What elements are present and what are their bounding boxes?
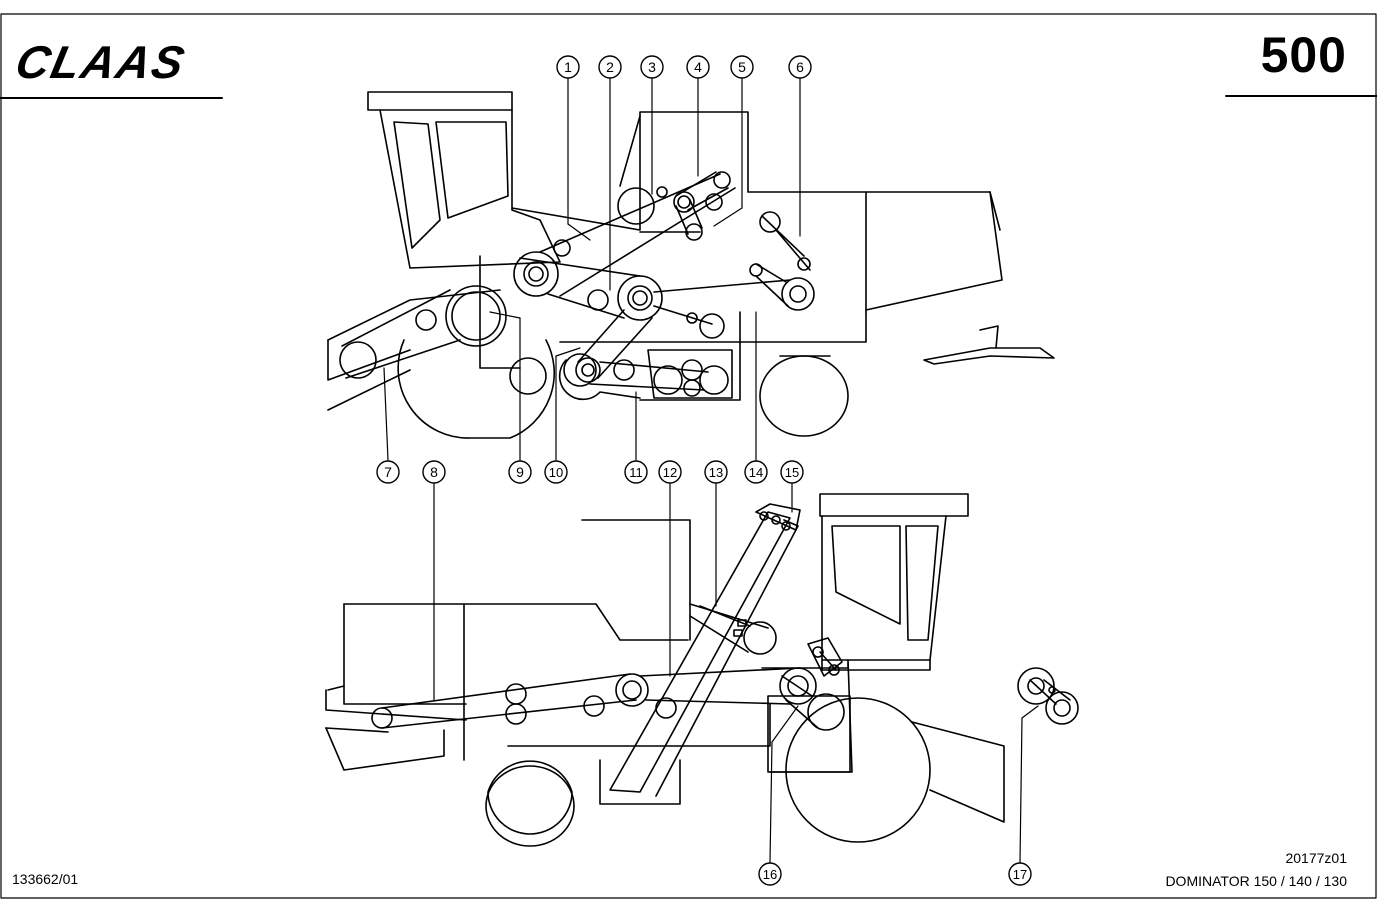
svg-text:12: 12 bbox=[663, 465, 677, 480]
callout-13: 13 bbox=[704, 460, 728, 484]
leader-lines-lower bbox=[433, 483, 1039, 863]
model-designation: DOMINATOR 150 / 140 / 130 bbox=[1165, 873, 1347, 889]
callout-16: 16 bbox=[758, 862, 782, 886]
svg-text:15: 15 bbox=[785, 465, 799, 480]
svg-text:8: 8 bbox=[430, 464, 438, 480]
svg-text:10: 10 bbox=[549, 465, 563, 480]
svg-text:13: 13 bbox=[709, 465, 723, 480]
callout-5: 5 bbox=[730, 55, 754, 79]
svg-text:7: 7 bbox=[384, 464, 392, 480]
svg-text:5: 5 bbox=[738, 59, 746, 75]
page-number: 500 bbox=[1260, 27, 1347, 83]
callout-7: 7 bbox=[376, 460, 400, 484]
callout-4: 4 bbox=[686, 55, 710, 79]
image-reference: 20177z01 bbox=[1285, 850, 1347, 866]
svg-text:4: 4 bbox=[694, 59, 702, 75]
svg-text:16: 16 bbox=[763, 867, 777, 882]
claas-logo: CLAAS bbox=[11, 36, 190, 87]
callout-markers: 1 2 3 4 5 6 7 8 9 10 11 12 13 14 15 bbox=[376, 55, 1032, 886]
drawing-number: 133662/01 bbox=[12, 871, 79, 887]
svg-text:17: 17 bbox=[1013, 867, 1027, 882]
leader-lines-upper bbox=[383, 77, 801, 461]
callout-6: 6 bbox=[788, 55, 812, 79]
callout-9: 9 bbox=[508, 460, 532, 484]
callout-10: 10 bbox=[544, 460, 568, 484]
svg-text:14: 14 bbox=[749, 465, 763, 480]
callout-17: 17 bbox=[1008, 862, 1032, 886]
svg-text:9: 9 bbox=[516, 464, 524, 480]
svg-text:6: 6 bbox=[796, 59, 804, 75]
svg-text:3: 3 bbox=[648, 59, 656, 75]
claas-logo-text: CLAAS bbox=[11, 36, 190, 87]
combine-right-view bbox=[325, 493, 1079, 847]
callout-2: 2 bbox=[598, 55, 622, 79]
callout-14: 14 bbox=[744, 460, 768, 484]
callout-15: 15 bbox=[780, 460, 804, 484]
combine-left-view bbox=[327, 91, 1055, 439]
svg-text:11: 11 bbox=[629, 465, 643, 480]
sheet-border bbox=[0, 13, 1377, 899]
callout-3: 3 bbox=[640, 55, 664, 79]
callout-11: 11 bbox=[624, 460, 648, 484]
callout-1: 1 bbox=[556, 55, 580, 79]
svg-text:2: 2 bbox=[606, 59, 614, 75]
callout-8: 8 bbox=[422, 460, 446, 484]
svg-text:1: 1 bbox=[564, 59, 572, 75]
callout-12: 12 bbox=[658, 460, 682, 484]
